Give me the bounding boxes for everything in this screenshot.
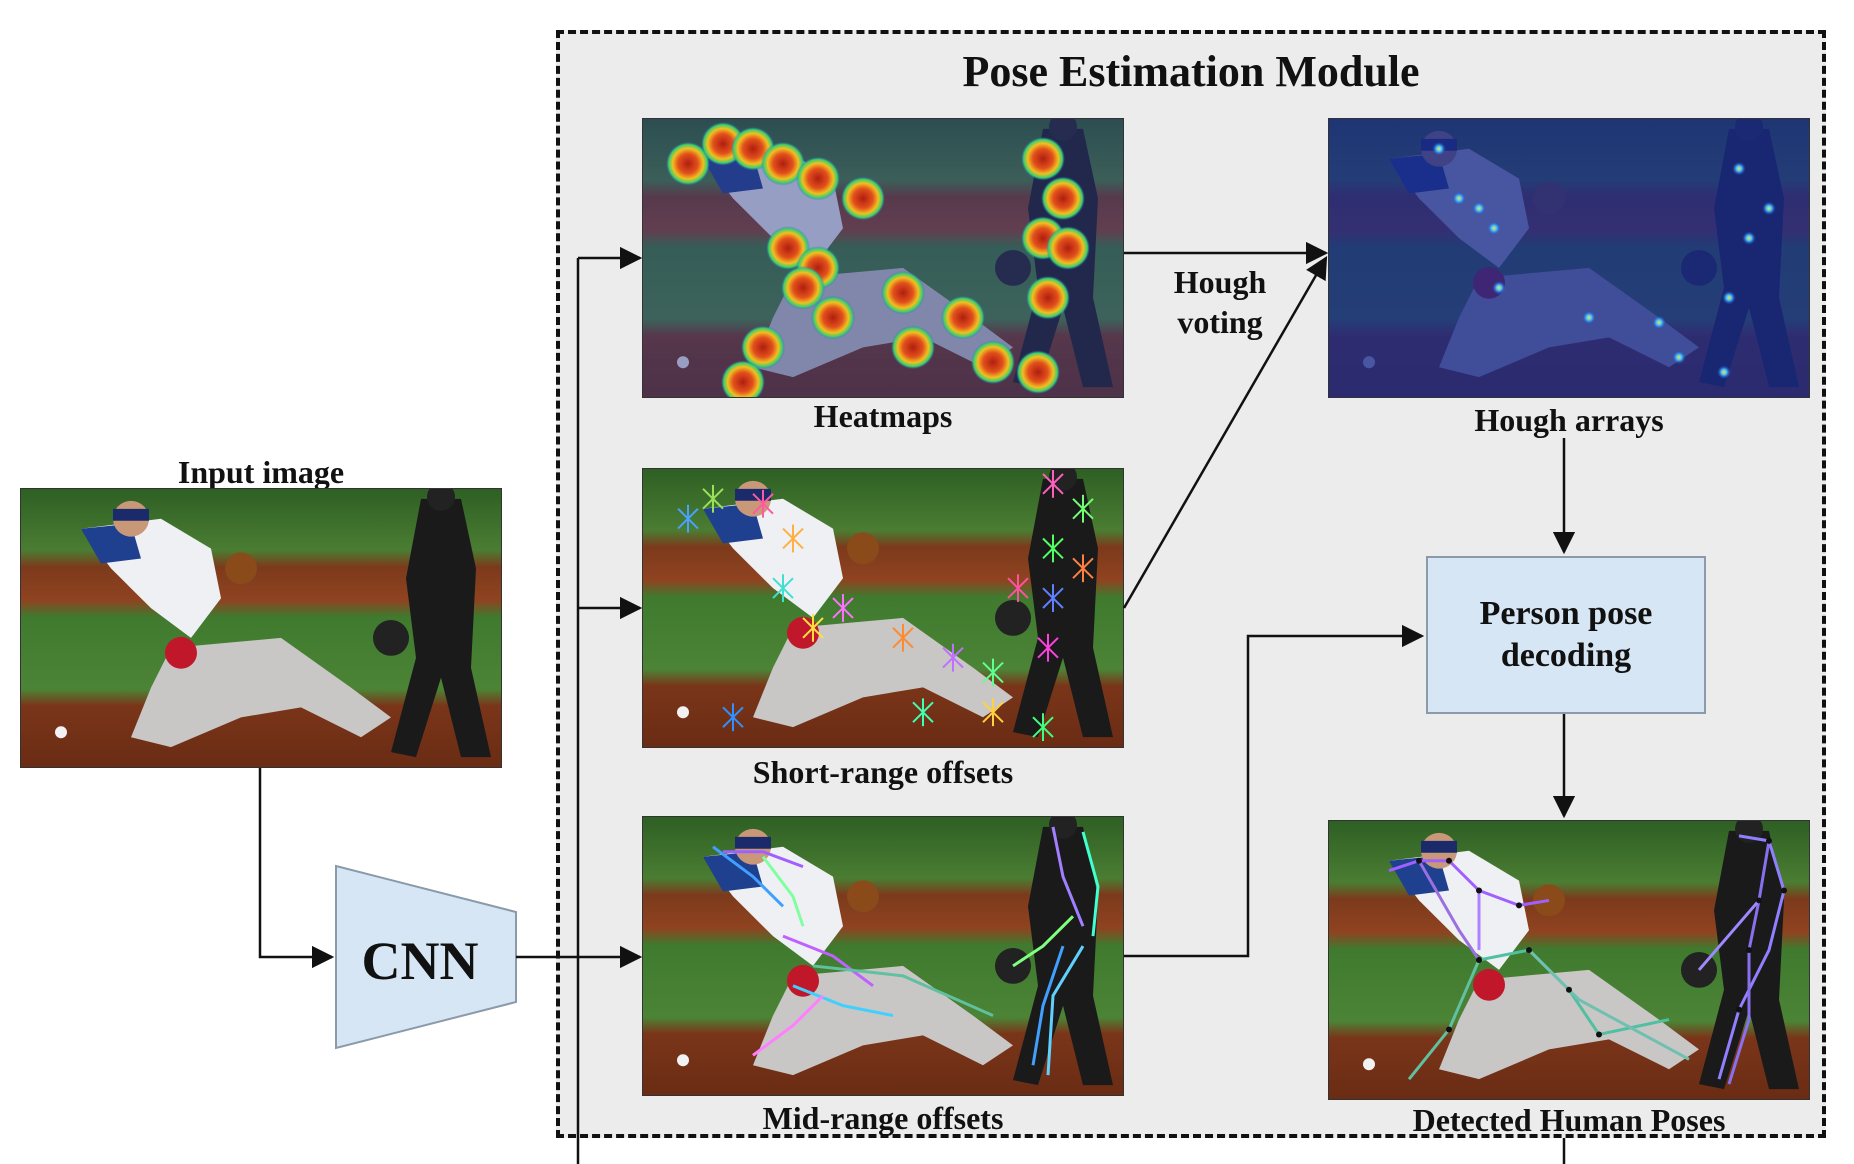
heatmaps-image	[642, 118, 1124, 398]
detected-poses-label: Detected Human Poses	[1412, 1102, 1726, 1138]
hough-peaks	[1432, 141, 1776, 380]
hough-voting-label: Hough voting	[1142, 262, 1298, 342]
short-range-offsets-image	[642, 468, 1124, 748]
mid-range-offsets-label: Mid-range offsets	[762, 1100, 1004, 1136]
mid-range-offsets-image	[642, 816, 1124, 1096]
module-title: Pose Estimation Module	[962, 47, 1420, 96]
hough-arrays-label: Hough arrays	[1474, 402, 1664, 438]
person-pose-decoding-box: Person pose decoding	[1426, 556, 1706, 714]
detected-poses-image	[1328, 820, 1810, 1100]
heatmap-blobs	[666, 121, 1090, 397]
arrow-input-to-cnn	[258, 768, 335, 969]
heatmaps-label: Heatmaps	[813, 398, 953, 434]
input-image-label: Input image	[177, 454, 345, 490]
cnn-label: CNN	[361, 931, 479, 991]
arrow-mid-range-to-decoder	[1124, 624, 1425, 958]
offset-stars	[677, 469, 1094, 742]
decoder-line2: decoding	[1500, 637, 1632, 674]
mid-range-vectors	[712, 826, 1100, 1076]
decoder-line1: Person pose	[1479, 594, 1653, 632]
pose-joints	[1416, 837, 1787, 1038]
cnn-block	[335, 864, 517, 1050]
arrow-short-range-to-hough	[1122, 256, 1328, 609]
hough-voting-line2: voting	[1177, 304, 1263, 340]
input-image	[20, 488, 502, 768]
hough-arrays-image	[1328, 118, 1810, 398]
short-range-offsets-label: Short-range offsets	[752, 754, 1014, 790]
hough-voting-line1: Hough	[1173, 264, 1267, 300]
